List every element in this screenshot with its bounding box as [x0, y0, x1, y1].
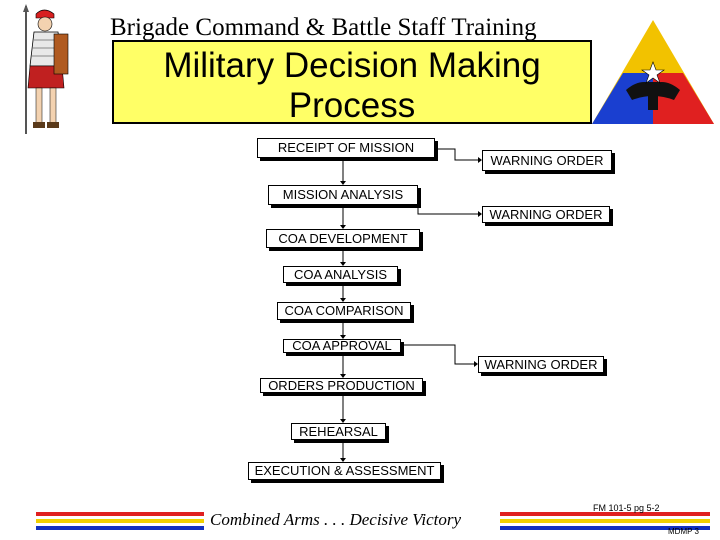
page-title: Military Decision Making Process [114, 42, 590, 126]
warning-order-3: WARNING ORDER [478, 356, 604, 373]
step-orders-production: ORDERS PRODUCTION [260, 378, 423, 393]
step-rehearsal: REHEARSAL [291, 423, 386, 440]
step-receipt-of-mission: RECEIPT OF MISSION [257, 138, 435, 158]
step-mission-analysis: MISSION ANALYSIS [268, 185, 418, 205]
header-subtitle: Brigade Command & Battle Staff Training [110, 14, 537, 41]
warning-order-2: WARNING ORDER [482, 206, 610, 223]
footer-slogan: Combined Arms . . . Decisive Victory [210, 510, 462, 529]
armor-patch-icon [592, 20, 714, 124]
roman-soldier-icon [23, 4, 69, 134]
warning-order-1: WARNING ORDER [482, 150, 612, 171]
title-box: Military Decision Making Process [112, 40, 592, 126]
step-coa-comparison: COA COMPARISON [277, 302, 411, 320]
step-execution-assessment: EXECUTION & ASSESSMENT [248, 462, 441, 480]
footer-stripes-right [500, 512, 710, 530]
reference-label: FM 101-5 pg 5-2 [593, 503, 660, 513]
title-line-2: Process [288, 86, 416, 125]
slide-code: MDMP 3 [668, 527, 699, 536]
step-coa-analysis: COA ANALYSIS [283, 266, 398, 283]
footer-stripes-left [36, 512, 204, 530]
step-coa-approval: COA APPROVAL [283, 339, 401, 353]
step-coa-development: COA DEVELOPMENT [266, 229, 420, 248]
title-line-1: Military Decision Making [163, 46, 541, 85]
